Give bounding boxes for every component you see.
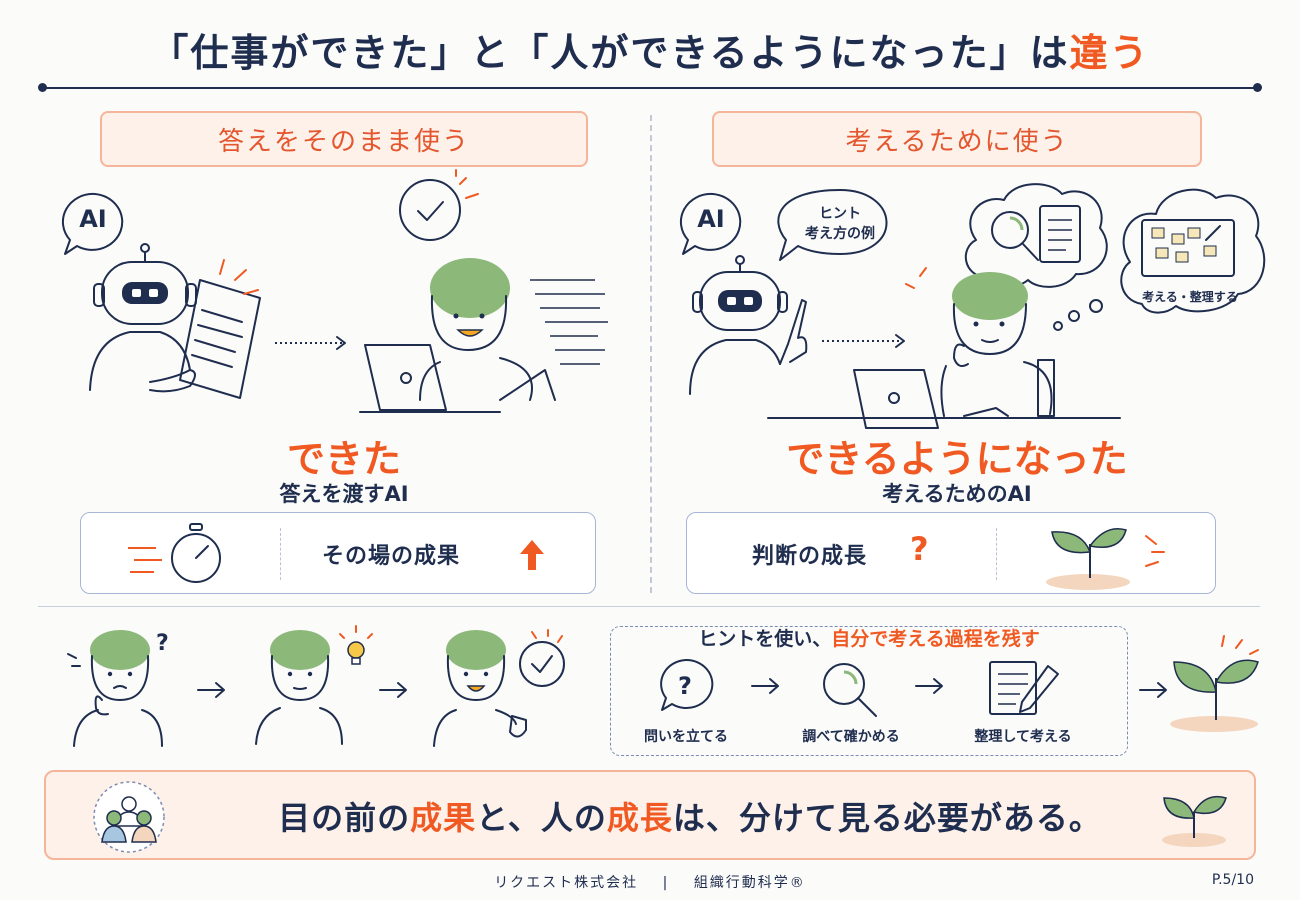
robot-left-icon — [89, 243, 197, 391]
sprout-small-icon — [1162, 795, 1227, 847]
right-heading-text: 考えるために使う — [845, 126, 1069, 157]
left-panel-divider — [280, 528, 281, 580]
svg-text:?: ? — [678, 672, 692, 700]
conclusion-t5: は、分けて見る必要がある。 — [672, 799, 1102, 837]
conclusion-t4: 成長 — [606, 799, 673, 837]
rule-dot-right — [1253, 83, 1262, 92]
thought-bubbles-icon — [1053, 299, 1103, 331]
footer-company: リクエスト株式会社 — [494, 875, 639, 891]
step-arrow-2-icon — [915, 678, 943, 694]
right-panel-divider — [996, 528, 997, 580]
footer-separator: | — [662, 875, 670, 891]
document-icon — [149, 259, 261, 399]
ai-bubble-right-icon — [679, 192, 742, 255]
step-label-3: 整理して考える — [974, 729, 1072, 745]
speech-line-2: 考え方の例 — [805, 226, 875, 242]
ai-bubble-left-icon — [61, 192, 124, 255]
flow-heading-part1: ヒントを使い、 — [698, 628, 832, 650]
left-result-subtitle: 答えを渡すAI — [279, 482, 409, 506]
page-number: P.5/10 — [1211, 872, 1254, 888]
flow-arrow-2-icon — [379, 682, 407, 698]
right-result-title: できるようになった — [786, 437, 1128, 481]
conclusion-t3: と、人の — [476, 799, 607, 837]
person-confused-icon: ? — [67, 630, 169, 747]
thought-cloud-search-icon — [964, 183, 1108, 288]
speech-bubble-icon — [777, 189, 888, 261]
footer: リクエスト株式会社 | 組織行動科学® — [0, 872, 1300, 892]
process-flow-box — [610, 626, 1128, 756]
left-heading-text: 答えをそのまま使う — [217, 126, 470, 157]
magnifier-icon — [823, 663, 877, 717]
flow-heading-part2: 自分で考える過程を残す — [831, 628, 1040, 650]
footer-brand: 組織行動科学® — [693, 875, 806, 891]
process-flow-heading: ヒントを使い、自分で考える過程を残す — [610, 624, 1128, 651]
question-bubble-icon: ? — [660, 658, 714, 711]
left-result-title: できた — [286, 437, 401, 481]
title-emphasis: 違う — [1069, 30, 1150, 75]
person-idea-icon — [255, 625, 373, 745]
checkmark-icon — [399, 169, 479, 241]
ai-label-right: AI — [697, 205, 725, 233]
arrow-up-icon — [520, 540, 544, 570]
person-thinking-icon — [767, 267, 1121, 429]
left-outcome-panel — [80, 512, 596, 594]
speech-bubble-text: ヒント 考え方の例 — [776, 204, 904, 244]
title-main: 「仕事ができた」と「人ができるようになった」は — [150, 30, 1070, 75]
center-divider — [650, 115, 652, 593]
conclusion-banner — [44, 770, 1256, 860]
team-icon — [93, 781, 165, 853]
title-rule — [42, 87, 1258, 89]
right-panel-text: 判断の成長 — [752, 544, 868, 569]
svg-text:?: ? — [156, 631, 169, 656]
step-arrow-1-icon — [751, 678, 779, 694]
right-heading-pill: 考えるために使う — [712, 111, 1202, 167]
section-divider — [38, 606, 1260, 607]
step-label-1: 問いを立てる — [644, 729, 728, 745]
flow-arrow-3-icon — [1139, 682, 1167, 698]
conclusion-t2: 成果 — [410, 799, 477, 837]
person-success-icon — [433, 629, 565, 747]
person-laptop-left-icon — [359, 258, 608, 413]
page-title: 「仕事ができた」と「人ができるようになった」は違う — [0, 22, 1300, 77]
stopwatch-icon — [128, 523, 221, 583]
conclusion-text: 目の前の成果と、人の成長は、分けて見る必要がある。 — [220, 793, 1160, 839]
notepad-pencil-icon — [989, 661, 1059, 715]
sprout-icon — [1046, 528, 1165, 590]
question-mark-icon: ? — [910, 530, 929, 568]
ai-label-left: AI — [79, 205, 107, 233]
dotted-arrow-icon — [275, 336, 346, 350]
step-label-2: 調べて確かめる — [802, 729, 900, 745]
dotted-arrow-right-icon — [822, 334, 905, 348]
thought-cloud-organize-icon — [1120, 188, 1266, 314]
right-result-subtitle: 考えるためのAI — [882, 482, 1032, 506]
speech-line-1: ヒント — [819, 206, 861, 222]
sprout-large-icon — [1170, 635, 1259, 732]
conclusion-t1: 目の前の — [278, 799, 411, 837]
left-heading-pill: 答えをそのまま使う — [100, 111, 588, 167]
flow-arrow-1-icon — [197, 682, 225, 698]
think-label: 考える・整理する — [1142, 290, 1238, 304]
robot-right-icon — [689, 255, 808, 395]
left-panel-text: その場の成果 — [322, 544, 461, 569]
